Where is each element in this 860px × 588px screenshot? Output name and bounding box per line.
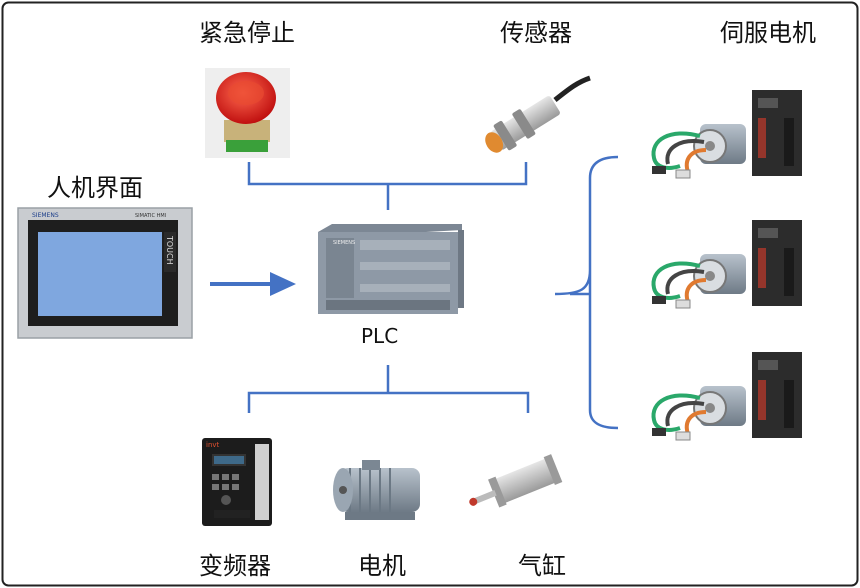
motor-icon (333, 460, 420, 520)
cylinder-label: 气缸 (518, 552, 566, 580)
motor-label: 电机 (358, 552, 406, 580)
servo-motor-icon (651, 90, 802, 441)
inverter-icon: invt (202, 438, 272, 526)
inverter-label: 变频器 (199, 552, 271, 580)
emergency-stop-label: 紧急停止 (199, 19, 295, 47)
hmi-label: 人机界面 (47, 174, 143, 202)
bottom-connector (247, 365, 530, 413)
inverter-brand: invt (206, 441, 220, 449)
plc-label: PLC (361, 324, 399, 348)
sensor-icon (485, 75, 591, 153)
sensor-label: 传感器 (500, 19, 572, 47)
emergency-stop-icon (205, 68, 290, 158)
hmi-touch-text: TOUCH (165, 235, 174, 265)
plc-brand: SIEMENS (333, 240, 355, 246)
hmi-panel-icon: SIEMENS SIMATIC HMI TOUCH (17, 207, 193, 339)
plc-icon: SIEMENS (318, 224, 464, 314)
top-connector (247, 162, 528, 210)
hmi-arrow (210, 272, 296, 296)
hmi-brand: SIEMENS (32, 212, 59, 219)
servo-motor-label: 伺服电机 (720, 19, 816, 47)
cylinder-icon (469, 454, 563, 508)
hmi-model: SIMATIC HMI (135, 213, 166, 219)
right-brace (554, 155, 619, 430)
